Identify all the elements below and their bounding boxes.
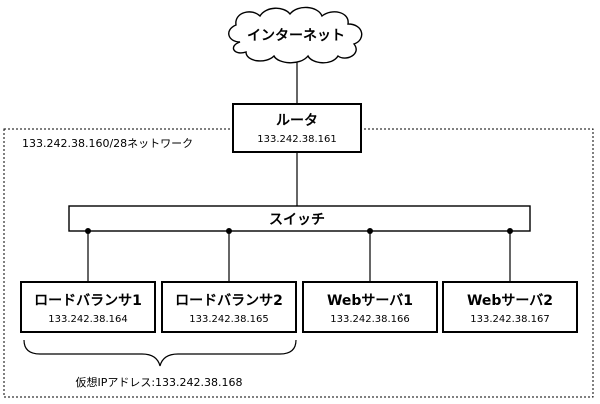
virtual-ip-label: 仮想IPアドレス:133.242.38.168: [75, 375, 242, 389]
node-ip: 133.242.38.166: [330, 314, 410, 325]
node-connectors: [85, 228, 513, 282]
node-title: ロードバランサ2: [175, 293, 283, 309]
junction-dot: [226, 228, 232, 234]
node-box-web1: Webサーバ1 133.242.38.166: [302, 281, 438, 333]
load-balancer-brace: [23, 339, 297, 367]
node-ip: 133.242.38.164: [48, 314, 128, 325]
internet-cloud: インターネット: [228, 6, 363, 64]
junction-dot: [85, 228, 91, 234]
router-title: ルータ: [276, 113, 318, 129]
switch-label: スイッチ: [269, 212, 325, 228]
node-box-lb2: ロードバランサ2 133.242.38.165: [161, 281, 297, 333]
switch-bar: スイッチ: [68, 205, 531, 232]
node-ip: 133.242.38.165: [189, 314, 269, 325]
node-title: ロードバランサ1: [34, 293, 142, 309]
router-ip: 133.242.38.161: [257, 134, 337, 145]
router-box: ルータ 133.242.38.161: [232, 103, 362, 153]
junction-dot: [507, 228, 513, 234]
network-label: 133.242.38.160/28ネットワーク: [22, 137, 193, 150]
node-box-web2: Webサーバ2 133.242.38.167: [442, 281, 578, 333]
internet-label: インターネット: [247, 28, 345, 44]
network-boundary: [3, 128, 594, 398]
node-box-lb1: ロードバランサ1 133.242.38.164: [20, 281, 156, 333]
junction-dot: [367, 228, 373, 234]
node-ip: 133.242.38.167: [470, 314, 550, 325]
node-title: Webサーバ1: [327, 293, 413, 309]
node-title: Webサーバ2: [467, 293, 553, 309]
